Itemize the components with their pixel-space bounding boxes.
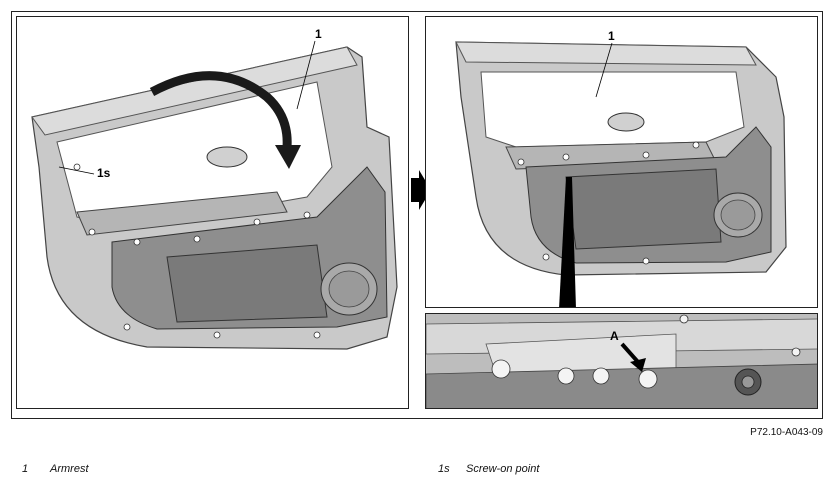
door-panel-view-after: 1 <box>425 16 818 308</box>
legend-key: 1 <box>22 463 29 475</box>
callout-armrest-right: 1 <box>608 29 615 43</box>
detail-drawing <box>426 314 817 408</box>
sequence-arrow-icon <box>411 170 431 210</box>
callout-armrest: 1 <box>315 27 322 41</box>
legend-label: Screw-on point <box>466 463 540 475</box>
detail-view-screw-point: A <box>425 313 818 409</box>
door-panel-drawing-after <box>455 41 787 307</box>
legend-item-armrest: 1 Armrest <box>22 463 89 475</box>
door-panel-view-before: 1 1s <box>16 16 409 409</box>
figure-reference: P72.10-A043-09 <box>750 427 823 438</box>
callout-screw-on-point: 1s <box>97 166 111 180</box>
legend-key: 1s <box>438 463 450 475</box>
legend-label: Armrest <box>50 463 89 475</box>
legend-item-screw-on-point: 1s Screw-on point <box>438 463 539 475</box>
callout-point-a: A <box>610 329 619 343</box>
door-panel-drawing <box>31 40 398 350</box>
